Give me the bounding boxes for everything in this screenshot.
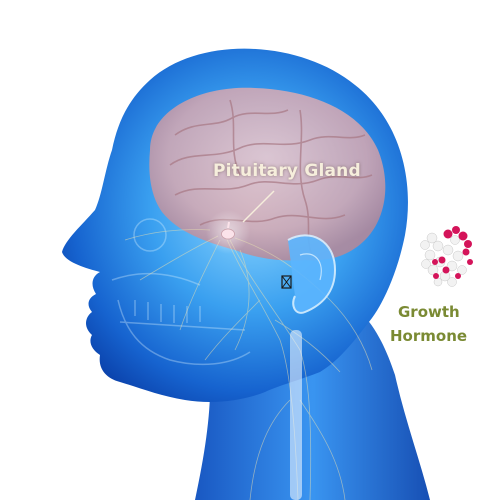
- growth-hormone-label-line1: Growth: [398, 303, 460, 321]
- pituitary-gland-icon: [221, 221, 235, 240]
- growth-hormone-label-line2: Hormone: [390, 327, 468, 345]
- spine: [290, 330, 302, 500]
- brain-icon: [149, 87, 386, 261]
- ear-icon: [281, 234, 337, 314]
- skull-icon: [111, 218, 251, 366]
- pituitary-gland-label: Pituitary Gland: [213, 161, 361, 181]
- pituitary-pointer-line: [242, 190, 275, 223]
- growth-hormone-protein-icon: [420, 226, 473, 287]
